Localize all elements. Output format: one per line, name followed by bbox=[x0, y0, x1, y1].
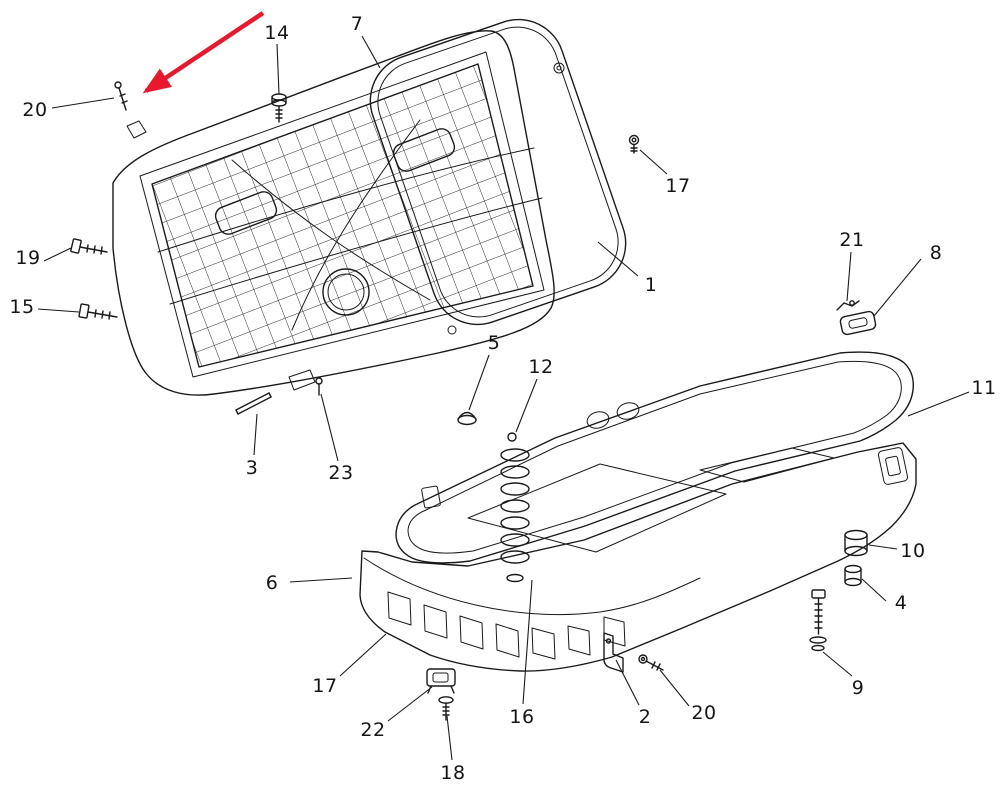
rod-part-3 bbox=[235, 392, 272, 415]
callout-21: 21 bbox=[839, 229, 865, 251]
spring-ball bbox=[507, 432, 517, 442]
callout-17-upper: 17 bbox=[665, 175, 691, 197]
front-pocket bbox=[495, 623, 520, 658]
box-rim-seal bbox=[395, 351, 914, 564]
clip-part-21 bbox=[836, 300, 860, 311]
callout-5: 5 bbox=[487, 332, 501, 354]
callout-1: 1 bbox=[644, 274, 658, 296]
bolt-part-9 bbox=[809, 589, 827, 652]
front-pocket bbox=[423, 604, 448, 639]
callout-17-lower: 17 bbox=[312, 675, 338, 697]
callout-6: 6 bbox=[265, 572, 279, 594]
spring-washer bbox=[506, 573, 524, 583]
screw-part-20-lower bbox=[638, 654, 664, 671]
emblem-circle bbox=[322, 268, 370, 316]
callout-10: 10 bbox=[900, 540, 926, 562]
side-bracket bbox=[877, 447, 909, 485]
lid-seal-ring bbox=[369, 18, 627, 335]
callout-12: 12 bbox=[528, 356, 554, 378]
floor-panel bbox=[467, 463, 727, 553]
cargo-box-assembly bbox=[359, 351, 917, 672]
seal-tab-lower bbox=[447, 325, 457, 335]
front-pocket bbox=[459, 615, 484, 650]
bushing-part-4 bbox=[844, 564, 862, 587]
lower-bracket bbox=[288, 369, 316, 391]
callout-7: 7 bbox=[350, 13, 364, 35]
callout-20-screw: 20 bbox=[691, 702, 717, 724]
leader-lines bbox=[37, 35, 970, 761]
front-pocket bbox=[567, 625, 591, 656]
screw-part-23 bbox=[315, 377, 323, 396]
spring bbox=[500, 432, 530, 583]
callout-18: 18 bbox=[440, 762, 466, 784]
callout-16: 16 bbox=[509, 706, 535, 728]
screw-part-18 bbox=[438, 696, 454, 721]
front-pocket bbox=[387, 591, 412, 626]
callout-14: 14 bbox=[264, 22, 290, 44]
hinge-loop bbox=[616, 402, 640, 420]
floor-panel-small bbox=[699, 447, 835, 483]
bushing-part-10 bbox=[844, 529, 868, 557]
box-body bbox=[359, 442, 917, 672]
latch-part-8 bbox=[839, 310, 877, 336]
bracket-part-2 bbox=[603, 632, 624, 673]
callout-19: 19 bbox=[15, 247, 41, 269]
callout-8: 8 bbox=[929, 242, 943, 264]
callout-3: 3 bbox=[245, 457, 259, 479]
callout-23: 23 bbox=[328, 462, 354, 484]
front-latch bbox=[421, 485, 441, 509]
corner-bracket bbox=[126, 120, 147, 139]
grille-mesh bbox=[151, 63, 534, 368]
cap-part-5 bbox=[457, 411, 477, 426]
bolt-part-19 bbox=[70, 238, 108, 255]
hinge-loop bbox=[586, 411, 610, 429]
callout-11: 11 bbox=[971, 377, 997, 399]
callout-9: 9 bbox=[851, 677, 865, 699]
callout-15: 15 bbox=[9, 296, 35, 318]
bracket-part-22 bbox=[426, 668, 456, 694]
callout-20-pin: 20 bbox=[22, 99, 48, 121]
highlight-arrow bbox=[142, 11, 265, 94]
pin-part-20 bbox=[114, 81, 128, 111]
callout-2: 2 bbox=[638, 706, 652, 728]
callout-22: 22 bbox=[360, 719, 386, 741]
screw-part-17-upper bbox=[628, 134, 640, 154]
bolt-part-15 bbox=[78, 303, 118, 320]
headlight-pod-left bbox=[214, 191, 278, 235]
front-pocket bbox=[531, 627, 556, 660]
seal-tab bbox=[553, 62, 565, 74]
callout-4: 4 bbox=[894, 592, 908, 614]
